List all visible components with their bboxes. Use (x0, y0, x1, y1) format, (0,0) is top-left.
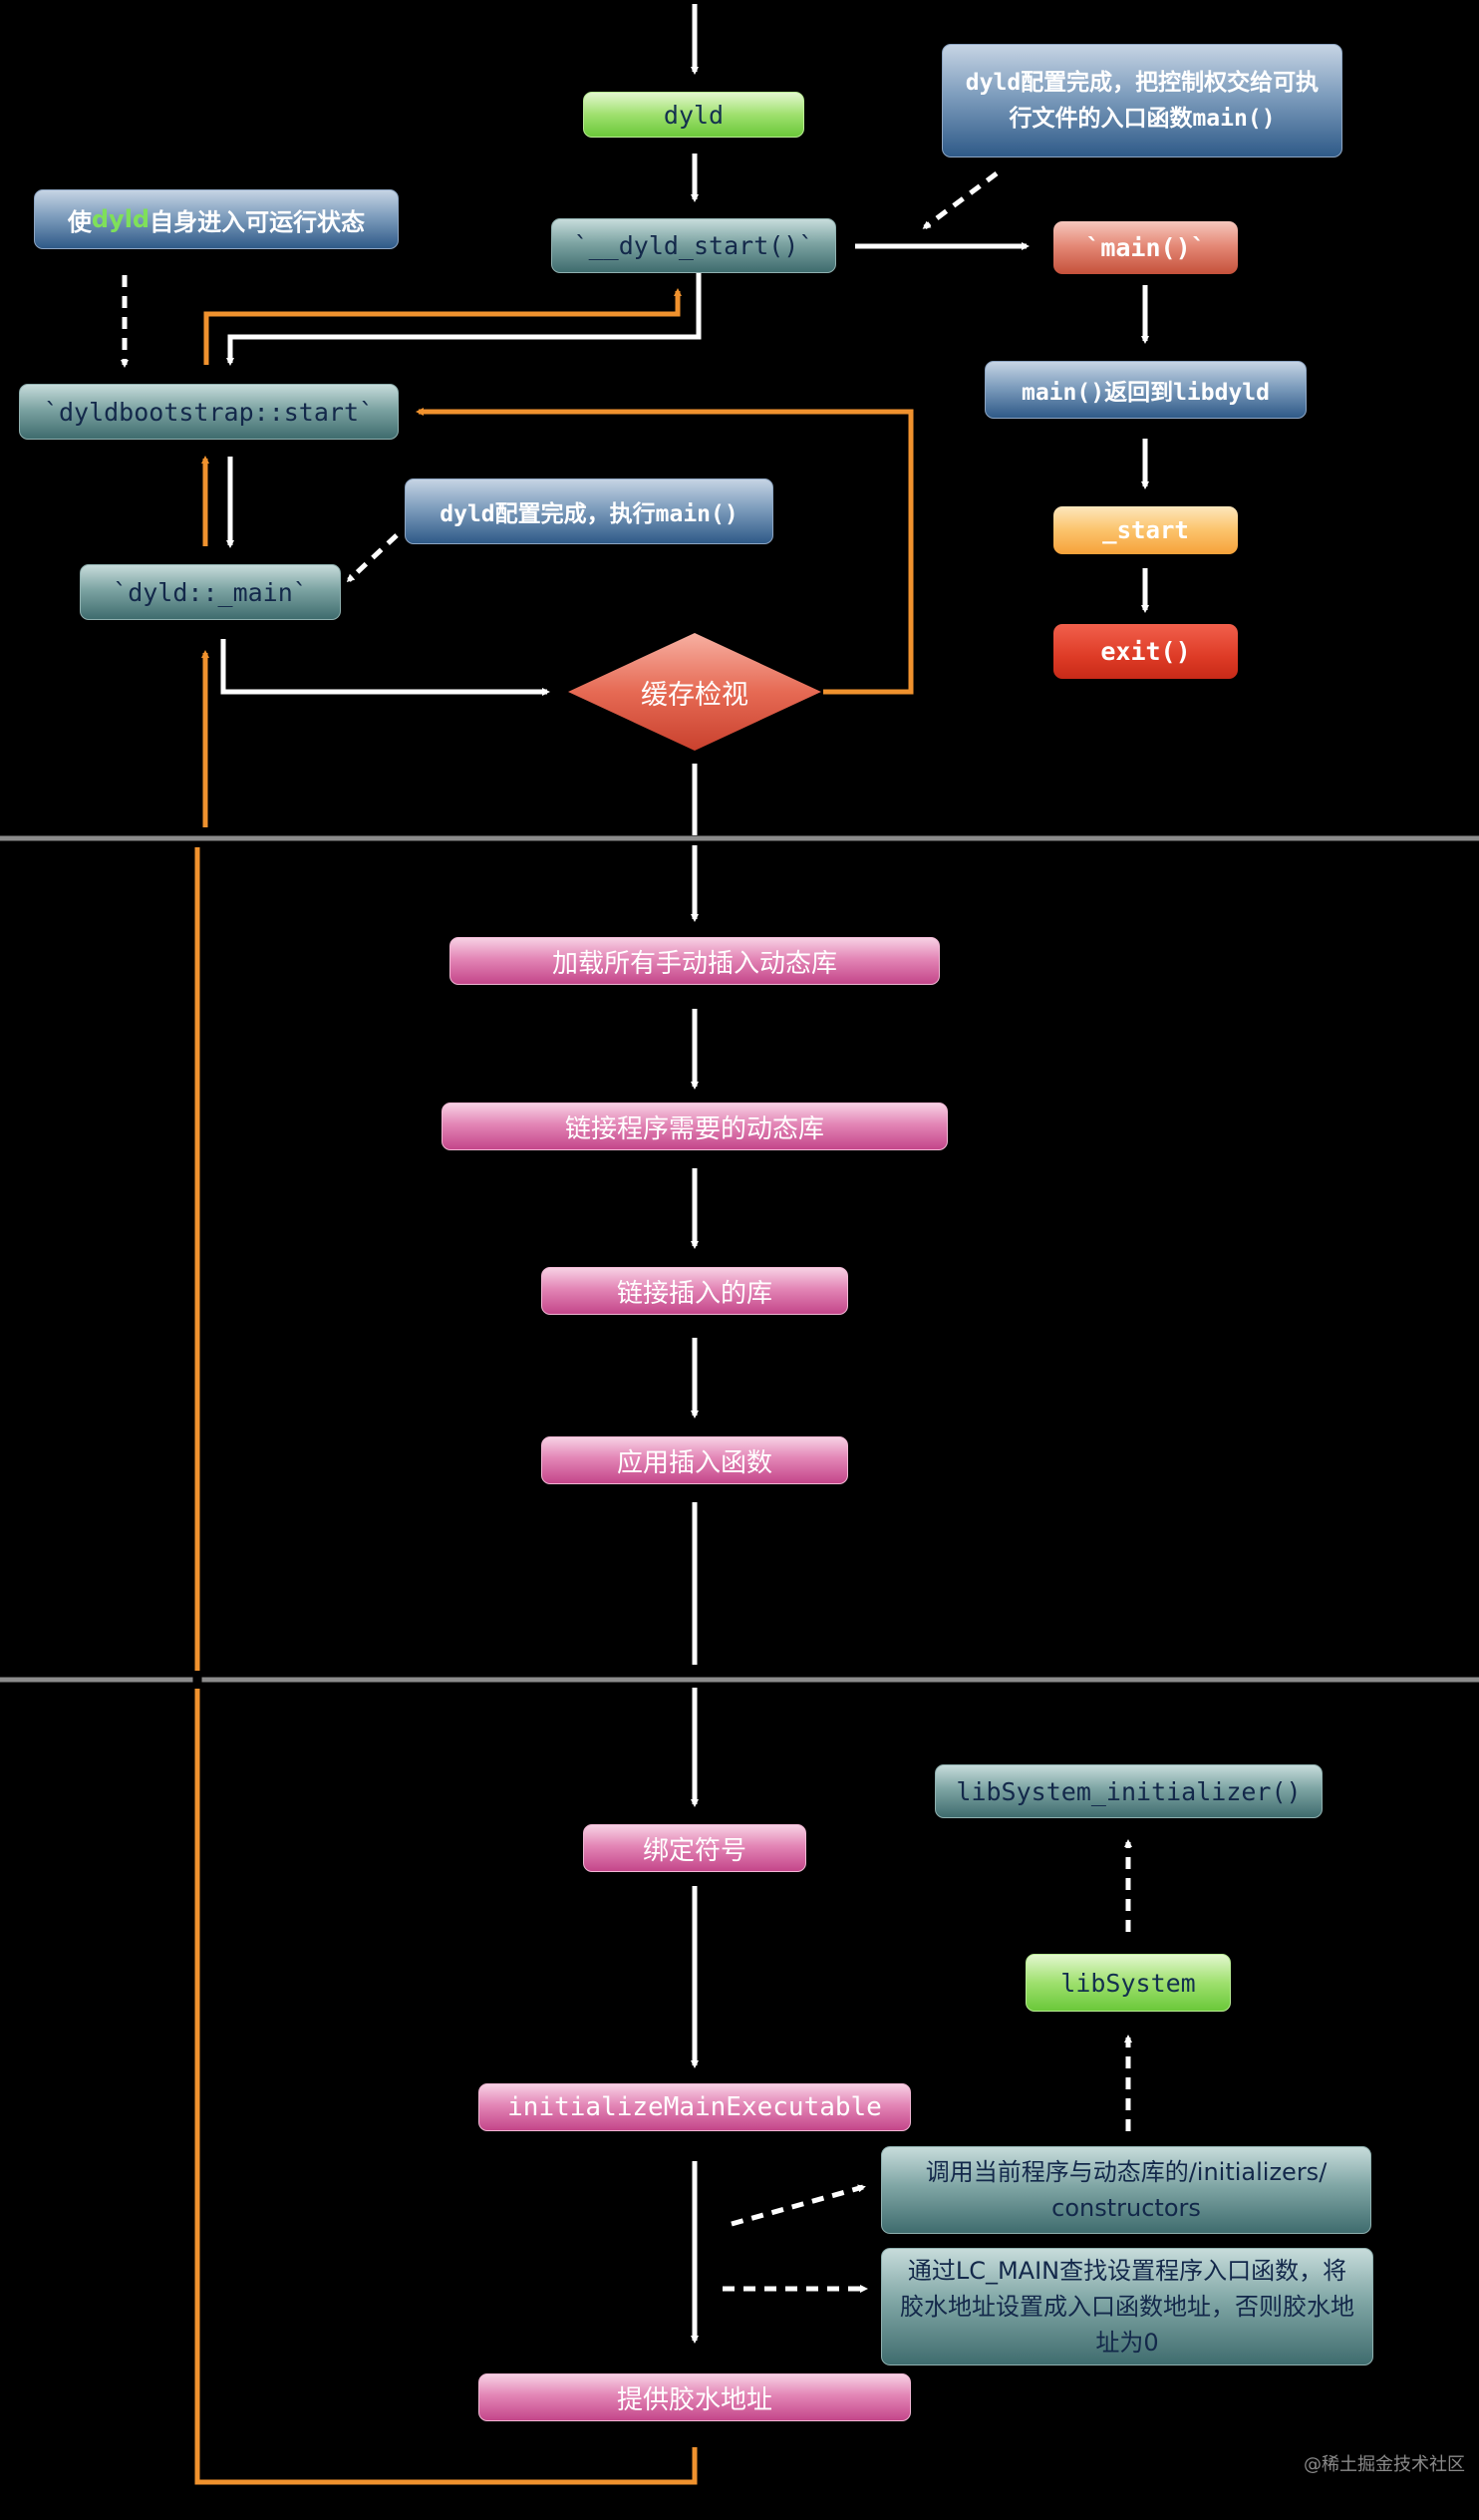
link-inserted-libraries-node: 链接插入的库 (541, 1267, 848, 1315)
handoff-note-line2: 行文件的入口函数main() (1009, 106, 1276, 132)
lcmain-note: 通过LC_MAIN查找设置程序入口函数，将 胶水地址设置成入口函数地址，否则胶水… (881, 2248, 1373, 2365)
self-runnable-dyld-word: dyld (91, 205, 150, 233)
bind-symbols-node: 绑定符号 (583, 1824, 806, 1872)
handoff-note: dyld配置完成，把控制权交给可执 行文件的入口函数main() (942, 44, 1342, 158)
config-exec-main-note: dyld配置完成，执行main() (405, 478, 773, 544)
glue-address-node: 提供胶水地址 (478, 2373, 911, 2421)
dyld-main-node: `dyld::_main` (80, 564, 341, 620)
lcmain-note-line1: 通过LC_MAIN查找设置程序入口函数，将 (907, 2257, 1347, 2285)
initialize-main-executable-node: initializeMainExecutable (478, 2083, 911, 2131)
start-node: _start (1053, 506, 1238, 554)
main-function-node: `main()` (1053, 221, 1238, 274)
apply-interpose-node: 应用插入函数 (541, 1436, 848, 1484)
dyld-start-node: `__dyld_start()` (551, 218, 836, 273)
dashed-arrows (121, 171, 1132, 2293)
libsystem-initializer-node: libSystem_initializer() (935, 1764, 1323, 1818)
cache-check-label: 缓存检视 (641, 679, 748, 711)
flow-arrows (220, 4, 1149, 2344)
self-runnable-suffix: 自身进入可运行状态 (149, 207, 366, 236)
initializers-note: 调用当前程序与动态库的/initializers/ constructors (881, 2146, 1371, 2234)
cache-check-diamond (568, 633, 821, 751)
main-return-node: main()返回到libdyld (985, 361, 1307, 419)
return-arrows (192, 288, 914, 2485)
exit-node: exit() (1053, 624, 1238, 679)
self-runnable-prefix: 使 (67, 207, 92, 236)
libsystem-node: libSystem (1026, 1954, 1231, 2012)
initializers-note-line1: 调用当前程序与动态库的/initializers/ (925, 2158, 1328, 2186)
handoff-note-line1: dyld配置完成，把控制权交给可执 (965, 70, 1320, 96)
lcmain-note-line3: 址为0 (1095, 2329, 1159, 2357)
lcmain-note-line2: 胶水地址设置成入口函数地址，否则胶水地 (900, 2293, 1354, 2321)
load-inserted-libraries-node: 加载所有手动插入动态库 (449, 937, 940, 985)
initializers-note-line2: constructors (1051, 2194, 1201, 2222)
link-required-libraries-node: 链接程序需要的动态库 (442, 1102, 948, 1150)
watermark: @稀土掘金技术社区 (1304, 2454, 1465, 2475)
dyldbootstrap-start-node: `dyldbootstrap::start` (19, 384, 399, 440)
dyld-node: dyld (583, 92, 804, 138)
